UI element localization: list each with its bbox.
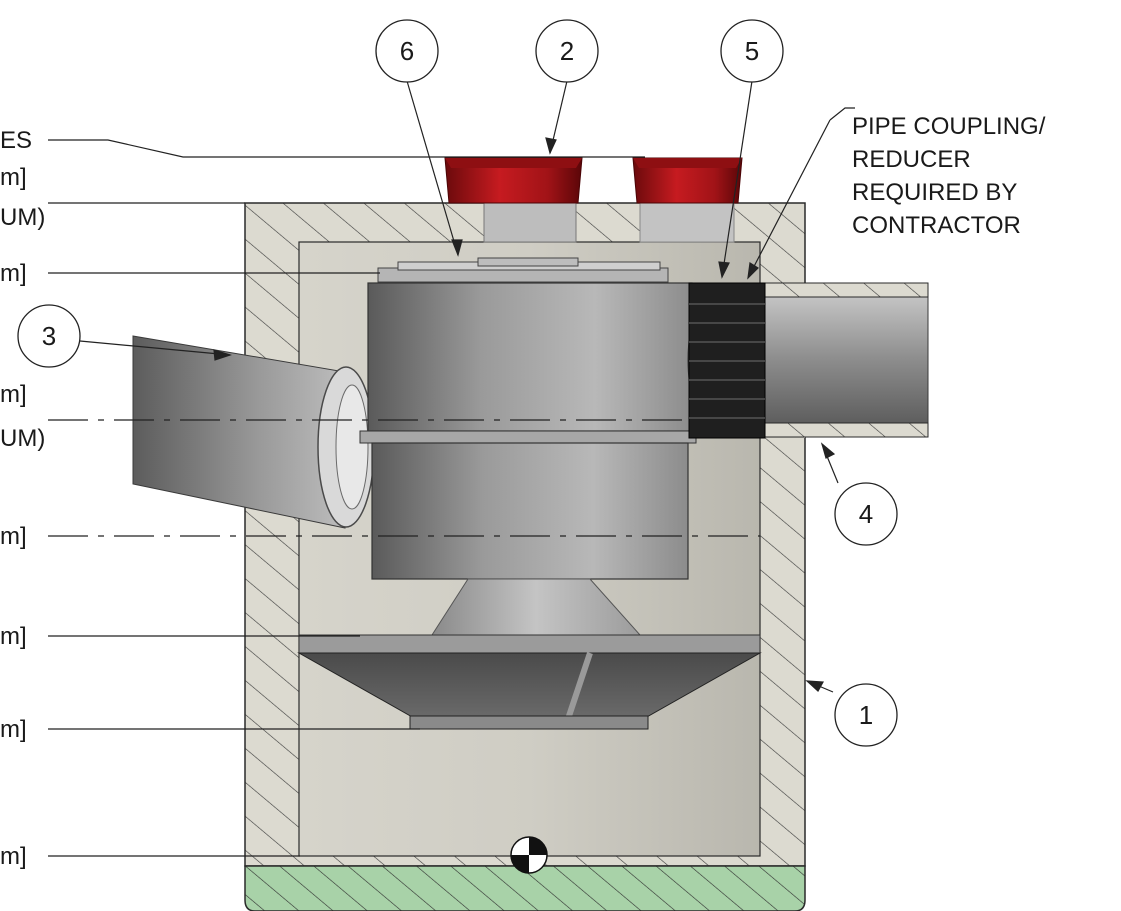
center-of-gravity-icon (510, 836, 548, 874)
callout-6: 6 (375, 19, 439, 83)
callouts: 6 2 5 3 4 1 (17, 19, 898, 747)
note-line: REDUCER (852, 146, 971, 173)
elevation-label: m] (0, 381, 27, 408)
callout-2: 2 (535, 19, 599, 83)
elevation-label: m] (0, 843, 27, 870)
inlet-pipe (132, 335, 375, 529)
svg-text:1: 1 (859, 700, 873, 730)
note-line: REQUIRED BY (852, 179, 1017, 206)
elevation-labels: ES m] UM) m] m] UM) m] m] m] m] (0, 127, 45, 870)
svg-text:2: 2 (560, 36, 574, 66)
coupling-note: PIPE COUPLING/ REDUCER REQUIRED BY CONTR… (829, 107, 1046, 239)
note-line: PIPE COUPLING/ (852, 113, 1046, 140)
separator-unit (297, 257, 762, 730)
svg-text:5: 5 (745, 36, 759, 66)
callout-4: 4 (834, 482, 898, 546)
pipe-coupling (688, 282, 766, 439)
svg-text:3: 3 (42, 321, 56, 351)
gravel-base (244, 865, 806, 911)
elevation-label: m] (0, 523, 27, 550)
note-line: CONTRACTOR (852, 212, 1021, 239)
elevation-label: UM) (0, 425, 45, 452)
callout-leaders (79, 80, 839, 693)
elevation-lines (48, 139, 760, 857)
callout-5: 5 (720, 19, 784, 83)
elevation-label: m] (0, 623, 27, 650)
svg-text:6: 6 (400, 36, 414, 66)
svg-text:4: 4 (859, 499, 873, 529)
elevation-label: m] (0, 716, 27, 743)
red-access-caps (444, 157, 743, 204)
callout-3: 3 (17, 304, 81, 368)
elevation-label: m] (0, 164, 27, 191)
elevation-label: UM) (0, 204, 45, 231)
outlet-pipe (759, 282, 929, 438)
callout-1: 1 (834, 683, 898, 747)
elevation-label: m] (0, 260, 27, 287)
elevation-label: ES (0, 127, 32, 154)
